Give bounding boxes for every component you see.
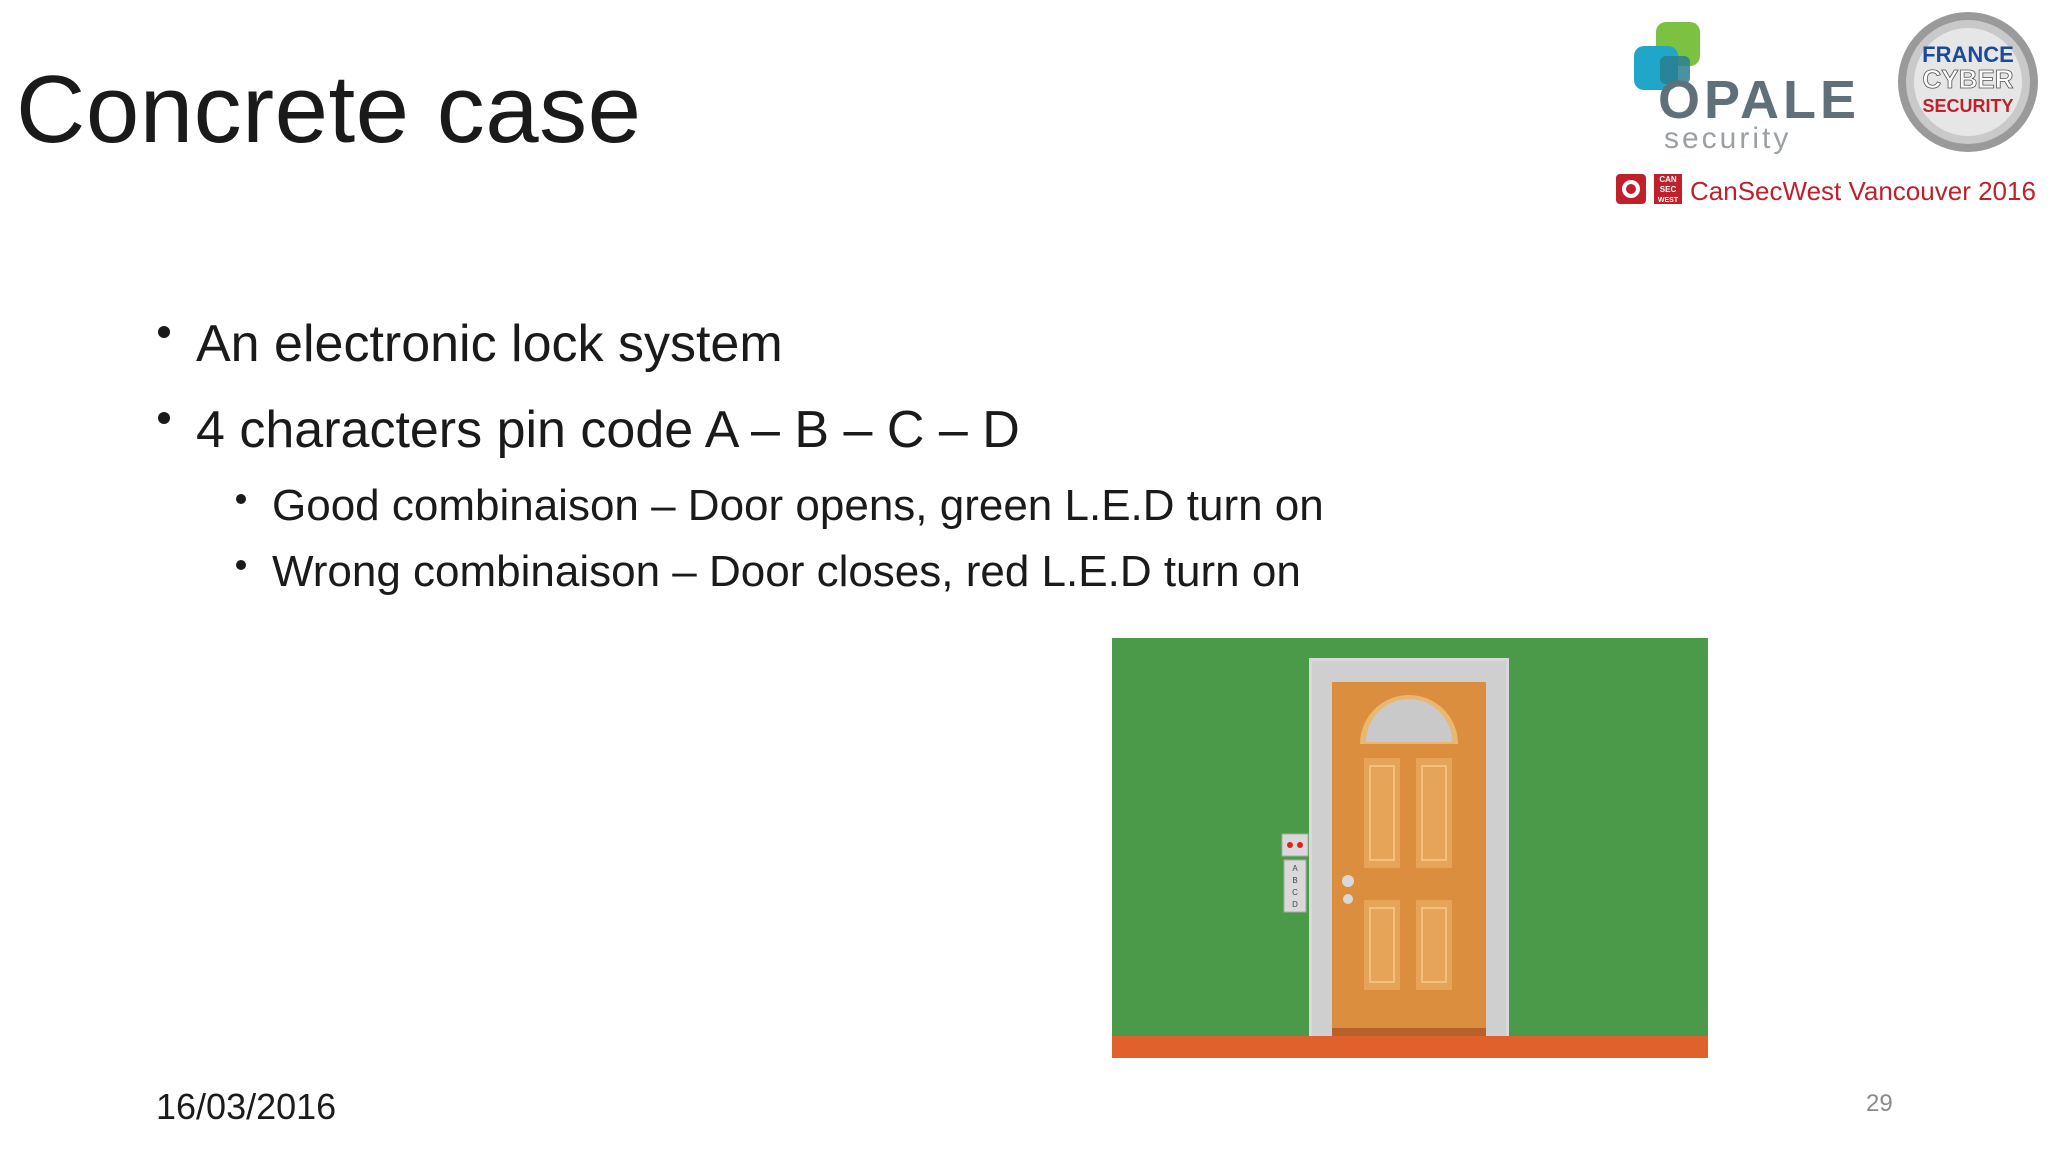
floor (1112, 1036, 1708, 1058)
sub-bullet-item: Good combinaison – Door opens, green L.E… (158, 484, 1324, 528)
logos-svg: OPALE security FRANCE CYBER SECURITY CAN… (1616, 12, 2038, 206)
footer-date: 16/03/2016 (156, 1086, 337, 1127)
page-number: 29 (1866, 1090, 1893, 1117)
cansec-small-3: WEST (1658, 197, 1679, 204)
cansec-small-2: SEC (1660, 185, 1677, 194)
door-icon (1309, 658, 1509, 1036)
conference-name: CanSecWest Vancouver 2016 (1690, 176, 2036, 206)
keypad-key-c: C (1292, 888, 1298, 897)
cansecwest-logo-icon: CAN SEC WEST (1616, 174, 1682, 204)
bullet-text: 4 characters pin code A – B – C – D (196, 401, 1020, 459)
opale-name: OPALE (1658, 70, 1860, 130)
bullet-item: An electronic lock system (158, 318, 1324, 370)
led-icon (1297, 842, 1303, 848)
cansec-small-1: CAN (1659, 175, 1677, 184)
door-illustration: A B C D (1112, 638, 1708, 1058)
bullet-item: 4 characters pin code A – B – C – D (158, 404, 1324, 456)
bullet-dot-icon (158, 412, 170, 424)
keypad-key-d: D (1292, 900, 1298, 909)
led-icon (1287, 842, 1293, 848)
sub-bullet-dot-icon (236, 494, 246, 504)
badge-line-3: SECURITY (1922, 96, 2013, 116)
opale-sub: security (1664, 122, 1791, 155)
slide-title: Concrete case (16, 56, 642, 163)
france-cyber-security-badge: FRANCE CYBER SECURITY (1898, 12, 2038, 152)
keypad-key-b: B (1292, 876, 1297, 885)
keypad-key-a: A (1292, 864, 1298, 873)
keypad-icon: A B C D (1281, 833, 1309, 913)
sub-bullet-text: Wrong combinaison – Door closes, red L.E… (272, 547, 1301, 596)
bullet-list: An electronic lock system 4 characters p… (158, 318, 1324, 616)
badge-line-1: FRANCE (1922, 42, 2014, 67)
logo-area: OPALE security FRANCE CYBER SECURITY CAN… (1604, 10, 2048, 230)
bullet-text: An electronic lock system (196, 315, 783, 373)
sub-bullet-text: Good combinaison – Door opens, green L.E… (272, 481, 1324, 530)
bullet-dot-icon (158, 326, 170, 338)
badge-line-2: CYBER (1922, 64, 2013, 94)
sub-bullet-item: Wrong combinaison – Door closes, red L.E… (158, 550, 1324, 594)
sub-bullet-dot-icon (236, 560, 246, 570)
opale-logo-icon (1634, 22, 1700, 90)
door-scene-svg: A B C D (1112, 638, 1708, 1058)
